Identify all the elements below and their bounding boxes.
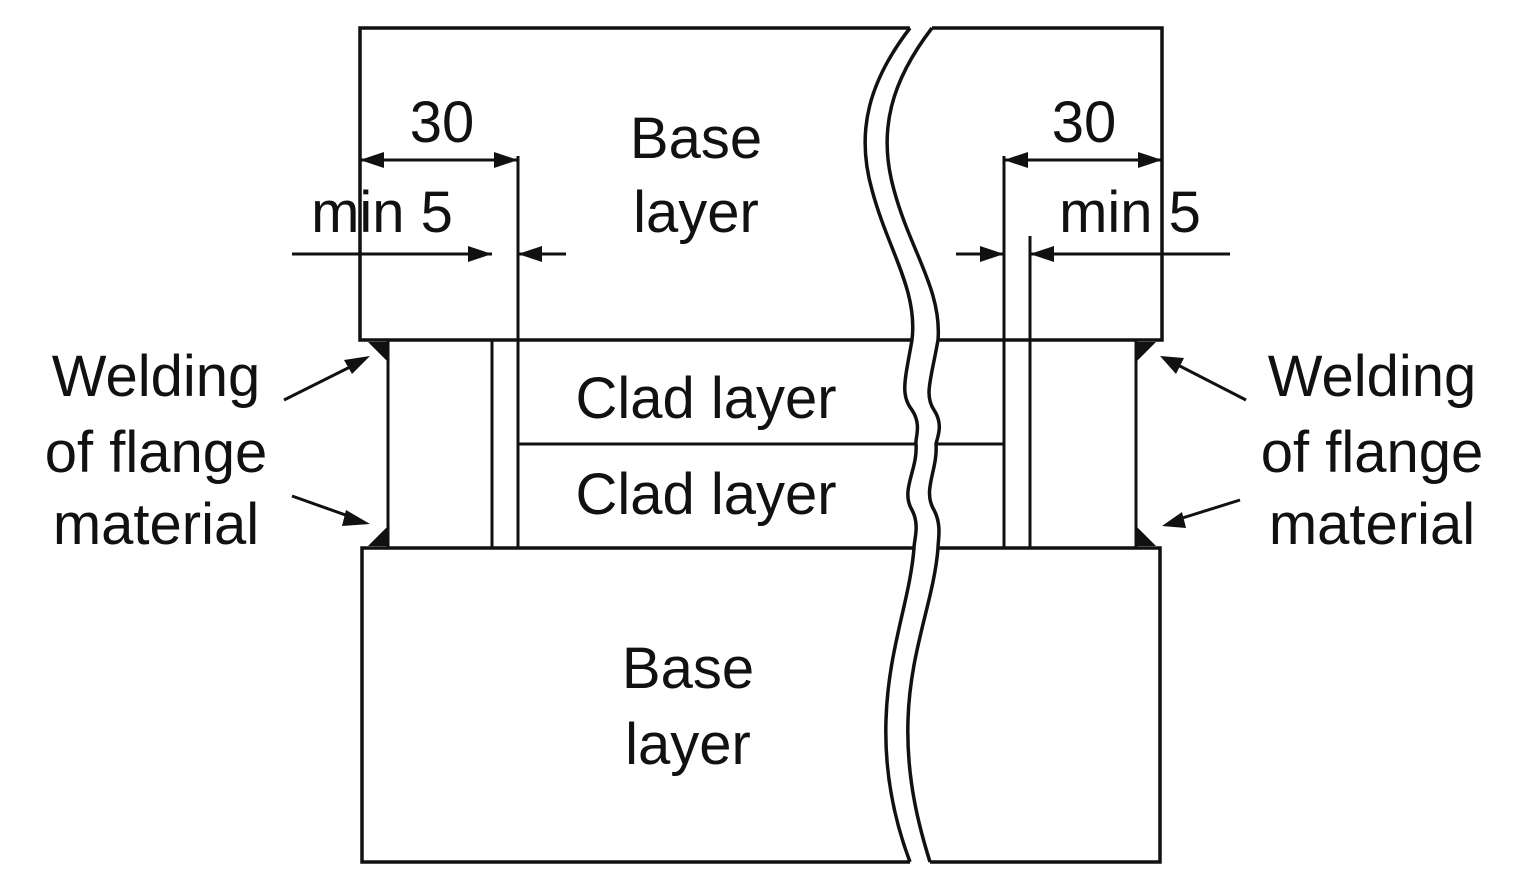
welding-right-label-line1: Welding	[1268, 344, 1477, 409]
weld-bead-right-bottom	[1136, 526, 1156, 546]
top-base-layer	[358, 26, 1164, 342]
clad-layer-upper-label: Clad layer	[575, 366, 836, 431]
dimension-30-right-label: 30	[1052, 90, 1117, 155]
dimension-30-left-label: 30	[410, 90, 475, 155]
welding-left-label-line3: material	[53, 492, 259, 557]
welding-right-label-line2: of flange	[1261, 420, 1484, 485]
welding-left-label-line2: of flange	[45, 420, 268, 485]
welding-arrows-left	[283, 356, 370, 526]
dimension-min5-left-label: min 5	[311, 180, 453, 245]
top-base-label-line1: Base	[630, 106, 762, 171]
bottom-base-label-line2: layer	[625, 712, 751, 777]
welding-right-label-line3: material	[1269, 492, 1475, 557]
weld-bead-left-top	[368, 342, 388, 362]
flange-material-left	[368, 338, 494, 550]
dimension-min5-right-label: min 5	[1059, 180, 1201, 245]
dimension-left	[292, 150, 566, 340]
clad-layer-lower-label: Clad layer	[575, 462, 836, 527]
break-lines	[863, 26, 942, 863]
bottom-base-layer	[360, 546, 1162, 864]
welding-arrows-right	[1160, 356, 1247, 528]
bottom-base-label-line1: Base	[622, 636, 754, 701]
flange-material-right	[1028, 338, 1156, 550]
dimension-right	[956, 150, 1230, 340]
weld-bead-right-top	[1136, 342, 1156, 362]
welding-left-label-line1: Welding	[52, 344, 261, 409]
top-base-label-line2: layer	[633, 180, 759, 245]
weld-bead-left-bottom	[368, 526, 388, 546]
